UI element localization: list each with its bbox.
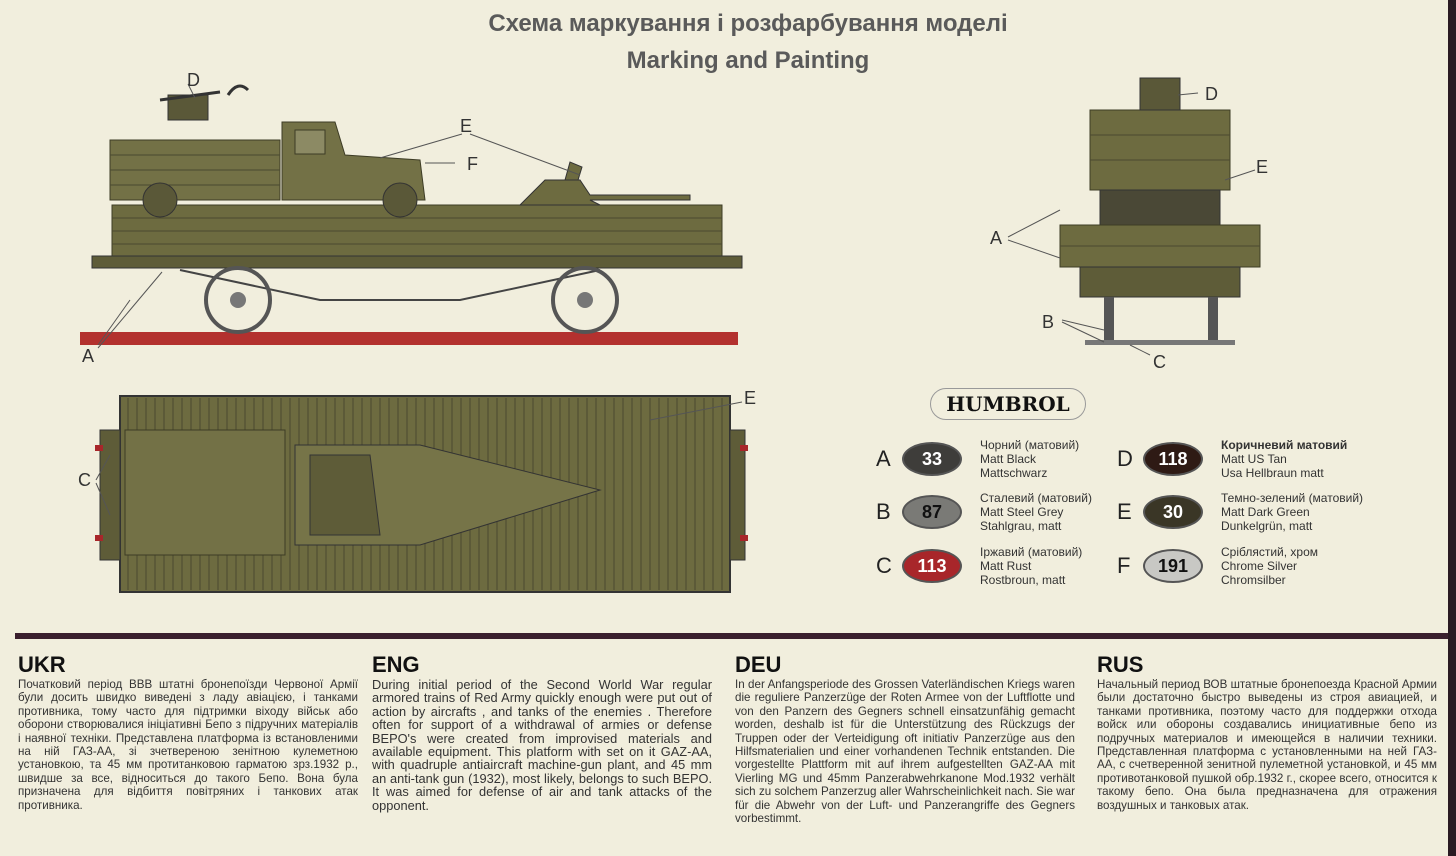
page-edge (1448, 0, 1456, 856)
paint-name-deu: Rostbroun, matt (980, 573, 1066, 587)
paint-swatch: 30 (1143, 495, 1203, 529)
callout-e-front: E (1256, 157, 1269, 177)
callout-b-front: B (1042, 312, 1055, 332)
paint-swatch: 191 (1143, 549, 1203, 583)
callout-e-side: E (460, 116, 473, 136)
paint-number: 30 (1162, 501, 1184, 522)
paint-name-eng: Chrome Silver (1221, 559, 1298, 573)
paint-name-ukr: Темно-зелений (матовий) (1221, 491, 1364, 505)
paint-name-eng: Matt Rust (980, 559, 1032, 573)
paint-name-eng: Matt Black (980, 452, 1037, 466)
paint-letter: C (876, 553, 892, 578)
paint-name-ukr: Коричневий матовий (1221, 438, 1348, 452)
paint-number: 191 (1157, 555, 1189, 576)
description-text: Початковий період ВВВ штатні бронепоїзди… (18, 678, 358, 812)
title-english: Marking and Painting (626, 47, 870, 74)
paint-name-deu: Stahlgrau, matt (980, 519, 1062, 533)
paint-letter: D (1117, 446, 1133, 471)
paint-letter: E (1117, 499, 1132, 524)
lang-heading: ENG (372, 652, 420, 677)
callout-c-top: C (78, 470, 91, 490)
paint-name-deu: Dunkelgrün, matt (1221, 519, 1313, 533)
paint-name-deu: Usa Hellbraun matt (1221, 466, 1324, 480)
side-view-drawing (80, 83, 743, 349)
paint-name-ukr: Іржавий (матовий) (980, 545, 1083, 559)
paint-swatch: 87 (902, 495, 962, 529)
lang-heading: DEU (735, 652, 782, 677)
paint-name-eng: Matt Dark Green (1221, 505, 1310, 519)
paint-number: 33 (921, 448, 943, 469)
description-deu: DEU In der Anfangsperiode des Grossen Va… (735, 652, 1075, 825)
rail-red (80, 332, 738, 345)
paint-name-ukr: Чорний (матовий) (980, 438, 1080, 452)
paint-name-ukr: Сталевий (матовий) (980, 491, 1092, 505)
lang-heading: UKR (18, 652, 66, 677)
callout-d-side: D (187, 70, 200, 90)
callout-a-side: A (82, 346, 95, 366)
callout-c-front: C (1153, 352, 1166, 372)
description-text: In der Anfangsperiode des Grossen Vaterl… (735, 678, 1075, 826)
paint-number: 113 (917, 555, 947, 576)
lang-heading: RUS (1097, 652, 1144, 677)
description-text: Начальный период ВОВ штатные бронепоезда… (1097, 678, 1437, 812)
paint-e: E 30 Темно-зелений (матовий)Matt Dark Gree… (1117, 491, 1363, 533)
title-ukrainian: Схема маркування і розфарбування моделі (488, 10, 1008, 37)
paint-letter: F (1117, 553, 1131, 578)
description-rus: RUS Начальный период ВОВ штатные бронепо… (1097, 652, 1437, 812)
callout-a-front: A (990, 228, 1003, 248)
paint-swatch: 118 (1143, 442, 1203, 476)
paint-name-eng: Matt Steel Grey (980, 505, 1064, 519)
description-text: During initial period of the Second Worl… (372, 677, 712, 813)
paint-name-eng: Matt US Tan (1221, 452, 1287, 466)
model-drawings (80, 77, 1261, 593)
humbrol-logo: HUMBROL (930, 388, 1086, 420)
paint-number: 118 (1158, 448, 1188, 469)
divider (15, 633, 1456, 639)
callout-f-side: F (467, 154, 478, 174)
paint-name-deu: Chromsilber (1221, 573, 1286, 587)
description-ukr: UKR Початковий період ВВВ штатні бронепо… (18, 652, 358, 812)
paint-letter: B (876, 499, 891, 524)
paint-number: 87 (921, 501, 943, 522)
callout-e-top: E (744, 388, 757, 408)
top-view-drawing (95, 395, 748, 593)
paint-name-ukr: Сріблястий, хром (1221, 545, 1319, 559)
paint-letter: A (876, 446, 891, 471)
description-eng: ENG During initial period of the Second … (372, 652, 712, 812)
front-view-drawing (1007, 77, 1261, 356)
paint-name-deu: Mattschwarz (980, 466, 1048, 480)
paint-swatch: 33 (902, 442, 962, 476)
paint-swatch: 113 (902, 549, 962, 583)
callout-d-front: D (1205, 84, 1218, 104)
